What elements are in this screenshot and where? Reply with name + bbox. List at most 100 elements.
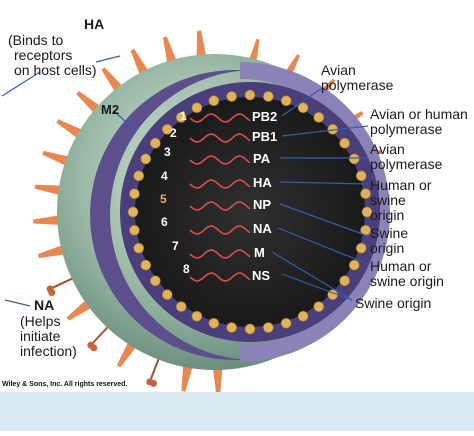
matrix-bead	[355, 242, 367, 254]
matrix-bead	[150, 275, 161, 287]
matrix-bead	[263, 322, 274, 333]
origin-avian-polymerase-line-2: polymerase	[321, 77, 394, 93]
segment-gene-pb2: PB2	[252, 109, 278, 124]
origin-swine-line-1: Swine	[370, 225, 409, 241]
origin-human-swine-line-3: origin	[370, 207, 405, 223]
ha-spike	[130, 48, 150, 78]
matrix-bead	[140, 259, 152, 271]
segment-number-5: 5	[160, 192, 167, 206]
matrix-bead	[348, 259, 360, 271]
virus-core	[135, 97, 365, 327]
matrix-bead	[313, 301, 325, 312]
segment-gene-pa: PA	[253, 151, 271, 166]
na-label: NA	[34, 297, 55, 313]
na-note-line-2: initiate	[20, 328, 61, 344]
matrix-bead	[129, 225, 140, 236]
rna-segment	[189, 155, 251, 165]
matrix-bead	[150, 137, 161, 149]
matrix-bead	[339, 137, 350, 149]
leader-line	[271, 251, 353, 301]
segment-number-3: 3	[164, 145, 171, 159]
leader-line	[281, 273, 353, 301]
leader-lines	[1, 55, 369, 307]
origin-swine-origin: Swine origin	[355, 295, 432, 311]
rna-segment	[189, 133, 251, 143]
origin-avian-human-line-1: Avian or human	[370, 106, 468, 122]
na-spike-stalk	[148, 355, 161, 383]
origin-human-swine-b-line-2: swine origin	[370, 273, 444, 289]
segment-number-6: 6	[161, 215, 168, 229]
rna-segment	[189, 201, 251, 211]
origin-human-swine-b-line-1: Human or	[370, 258, 432, 274]
matrix-bead	[339, 275, 350, 287]
matrix-bead	[133, 170, 145, 182]
matrix-bead	[263, 91, 274, 102]
origin-avian-human-line-2: polymerase	[370, 121, 443, 137]
origin-avian-polymerase-line-1: Avian	[321, 62, 356, 78]
segment-gene-pb1: PB1	[252, 129, 278, 144]
matrix-bead	[191, 310, 203, 322]
matrix-bead	[280, 95, 292, 107]
segment-number-4: 4	[161, 169, 168, 183]
matrix-bead	[280, 317, 292, 329]
matrix-bead	[348, 153, 360, 165]
matrix-bead	[127, 206, 139, 218]
na-spike-head	[90, 344, 98, 352]
origin-swine-line-2: origin	[370, 240, 405, 256]
rna-segment	[189, 249, 251, 259]
rna-segment	[189, 113, 251, 123]
segment-number-1: 1	[180, 109, 187, 123]
matrix-bead	[226, 91, 237, 102]
leader-line	[95, 55, 121, 63]
footer-band	[0, 392, 474, 431]
matrix-bead	[140, 153, 152, 165]
matrix-bead	[161, 123, 173, 135]
matrix-bead	[129, 188, 140, 199]
matrix-bead	[313, 112, 325, 123]
matrix-beads	[127, 89, 373, 335]
ha-note-line-3: on host cells)	[14, 62, 97, 78]
rna-segment	[189, 179, 251, 189]
matrix-bead	[355, 170, 367, 182]
matrix-bead	[297, 102, 309, 114]
origin-avian-polymerase-b-line-1: Avian	[370, 141, 405, 157]
ha-spike	[212, 365, 223, 395]
matrix-bead	[244, 89, 256, 101]
origin-avian-polymerase-b-line-2: polymerase	[370, 156, 443, 172]
segment-gene-ns: NS	[252, 268, 271, 283]
ha-label: HA	[84, 16, 105, 32]
leader-line	[1, 71, 41, 97]
segment-number-7: 7	[172, 239, 179, 253]
rna-segment	[189, 225, 251, 235]
matrix-bead	[133, 242, 145, 254]
rna-segment	[189, 272, 251, 282]
na-spike-stalk	[49, 276, 76, 290]
ha-spike	[34, 184, 64, 196]
na-note-line-1: (Helps	[20, 313, 61, 329]
ha-spike	[37, 244, 67, 258]
ha-spike	[33, 215, 62, 226]
na-spike-head	[150, 379, 158, 387]
ha-spike	[181, 362, 194, 392]
m2-label: M2	[101, 102, 120, 117]
segment-gene-np: NP	[253, 197, 272, 212]
leader-line	[114, 111, 136, 131]
leader-line	[279, 203, 369, 237]
ha-note-line-1: (Binds to	[8, 32, 64, 48]
ha-spike	[196, 30, 207, 60]
matrix-bead	[208, 95, 220, 107]
matrix-bead	[161, 289, 173, 301]
segment-number-8: 8	[183, 262, 190, 276]
leader-line	[277, 227, 369, 265]
na-note-line-3: infection)	[20, 343, 77, 359]
matrix-bead	[175, 301, 187, 312]
matrix-bead	[244, 323, 256, 335]
leader-line	[281, 87, 323, 117]
matrix-bead	[361, 206, 373, 218]
ha-spike	[56, 119, 85, 140]
ha-spike	[116, 339, 138, 368]
ha-spike	[162, 36, 178, 66]
segment-number-2: 2	[170, 126, 177, 140]
leader-line	[279, 181, 369, 185]
